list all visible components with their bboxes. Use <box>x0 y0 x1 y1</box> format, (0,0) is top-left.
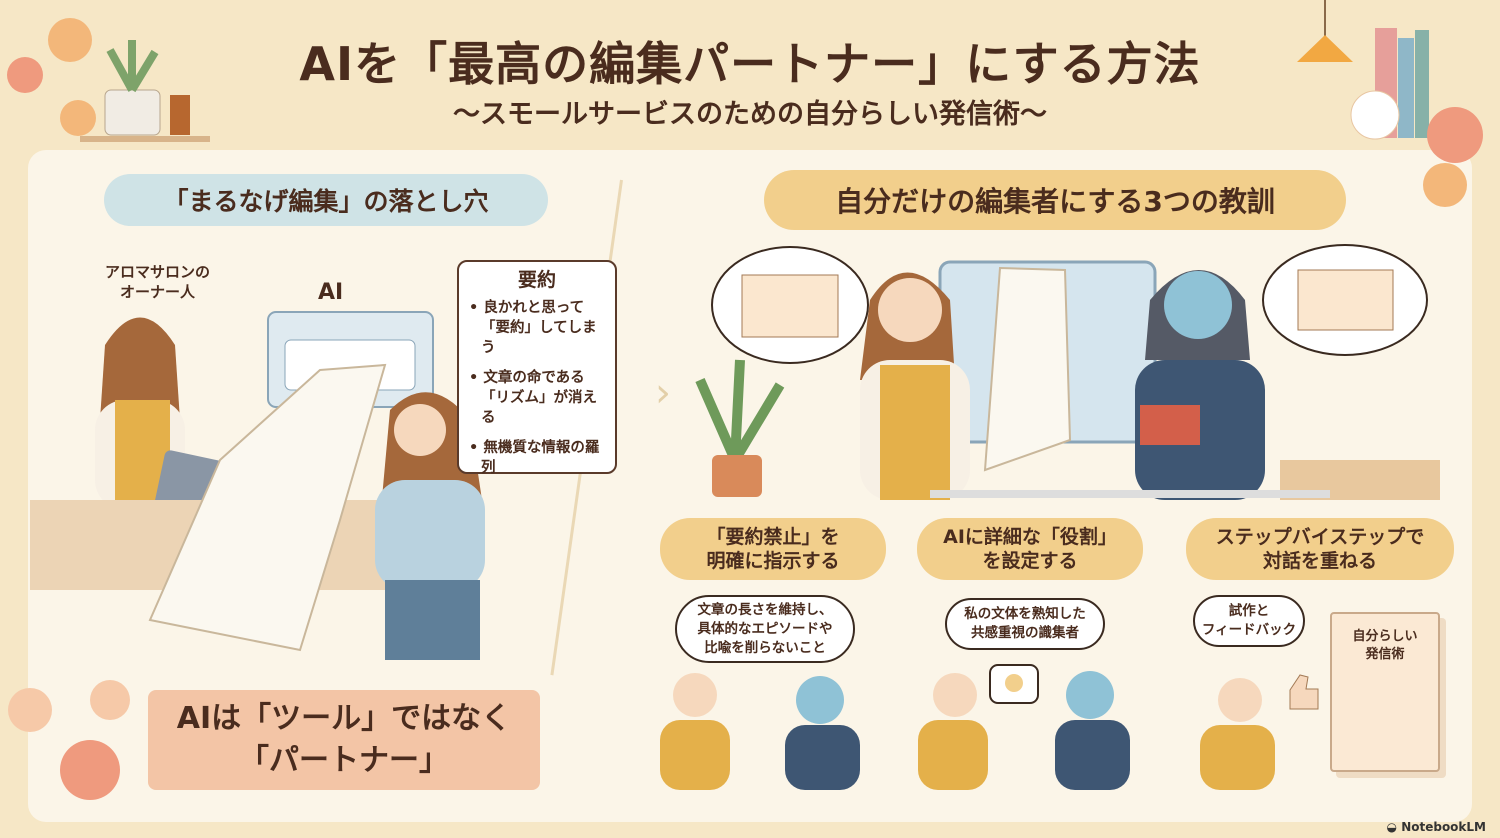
summary-item: • 文章の命である「リズム」が消える <box>469 370 597 426</box>
speech-bubble: 私の文体を熟知した 共感重視の識集者 <box>945 598 1105 650</box>
flower-icon <box>8 680 130 800</box>
bubble-line: 私の文体を熟知した <box>964 606 1086 622</box>
owner-illustration <box>1200 678 1275 790</box>
conclusion-line: AIは「ツール」ではなく <box>176 701 512 736</box>
tip-line: 対話を重ねる <box>1262 550 1377 572</box>
tip-2: AIに詳細な「役割」 を設定する <box>917 518 1143 580</box>
owner-illustration <box>860 272 970 500</box>
speech-bubble: 文章の長さを維持し、 具体的なエピソードや 比喩を削らないこと <box>675 595 855 663</box>
bubble-line: 具体的なエピソードや <box>697 620 833 637</box>
lamp-icon <box>1297 0 1353 62</box>
summary-item: • 良かれと思って「要約」してしまう <box>469 300 597 356</box>
flower-icon <box>7 18 96 136</box>
owner-label-line: アロマサロンの <box>105 263 211 281</box>
tip-line: 「要約禁止」を <box>706 526 840 548</box>
document-scroll <box>983 266 1072 472</box>
summary-item: • 無機質な情報の羅列 <box>469 440 600 476</box>
bubble-line: 比喩を削らないこと <box>704 639 826 656</box>
booklet-illustration: 自分らしい 発信術 <box>1330 612 1440 772</box>
owner-label: アロマサロンの オーナー人 <box>105 262 210 302</box>
ai-editor-illustration <box>1135 270 1265 500</box>
ai-label: AI <box>318 280 344 305</box>
flower-icon <box>1350 90 1483 207</box>
bubble-line: 共感重視の識集者 <box>971 625 1079 641</box>
tip-line: を設定する <box>982 550 1078 572</box>
book-icon <box>1297 269 1394 331</box>
bubble-line: フィードバック <box>1201 622 1297 638</box>
watermark-text: NotebookLM <box>1401 820 1486 834</box>
tip-line: 明確に指示する <box>706 550 840 572</box>
user-icon <box>1005 674 1023 692</box>
plant-pot-icon <box>695 359 785 497</box>
booklet-title-line: 自分らしい <box>1352 629 1418 644</box>
conclusion-box: AIは「ツール」ではなく 「パートナー」 <box>148 690 540 790</box>
book-icon <box>741 274 839 338</box>
owner-illustration <box>660 673 730 790</box>
tip-line: ステップバイステップで <box>1215 526 1425 548</box>
ai-editor-illustration <box>785 676 860 790</box>
long-document-scroll <box>148 363 387 652</box>
chevron-right-icon: › <box>655 370 671 416</box>
tip-line: AIに詳細な「役割」 <box>943 526 1117 548</box>
ai-editor-illustration <box>1055 671 1130 790</box>
page-title: AIを「最高の編集パートナー」にする方法 <box>299 37 1201 91</box>
desk <box>930 490 1330 498</box>
tip-1: 「要約禁止」を 明確に指示する <box>660 518 886 580</box>
thumbs-up-icon <box>1289 674 1319 710</box>
booklet-title-line: 発信術 <box>1365 647 1405 662</box>
bubble-line: 文章の長さを維持し、 <box>697 601 833 618</box>
notebooklm-watermark: ◒ NotebookLM <box>1386 820 1486 834</box>
conclusion-line: 「パートナー」 <box>239 743 449 778</box>
owner-illustration <box>918 673 988 790</box>
plant-pot-icon <box>104 40 190 136</box>
page-subtitle: 〜スモールサービスのための自分らしい発信術〜 <box>453 99 1047 130</box>
bubble-line: 試作と <box>1228 603 1270 619</box>
summary-title: 要約 <box>517 269 556 291</box>
right-section-heading: 自分だけの編集者にする3つの教訓 <box>764 170 1346 230</box>
summary-box: 要約 • 良かれと思って「要約」してしまう • 文章の命である「リズム」が消える… <box>457 260 617 476</box>
owner-label-line: オーナー人 <box>120 283 196 301</box>
left-section-heading: 「まるなげ編集」の落とし穴 <box>104 174 548 226</box>
speech-bubble: 試作と フィードバック <box>1193 595 1305 647</box>
tip-3: ステップバイステップで 対話を重ねる <box>1186 518 1454 580</box>
